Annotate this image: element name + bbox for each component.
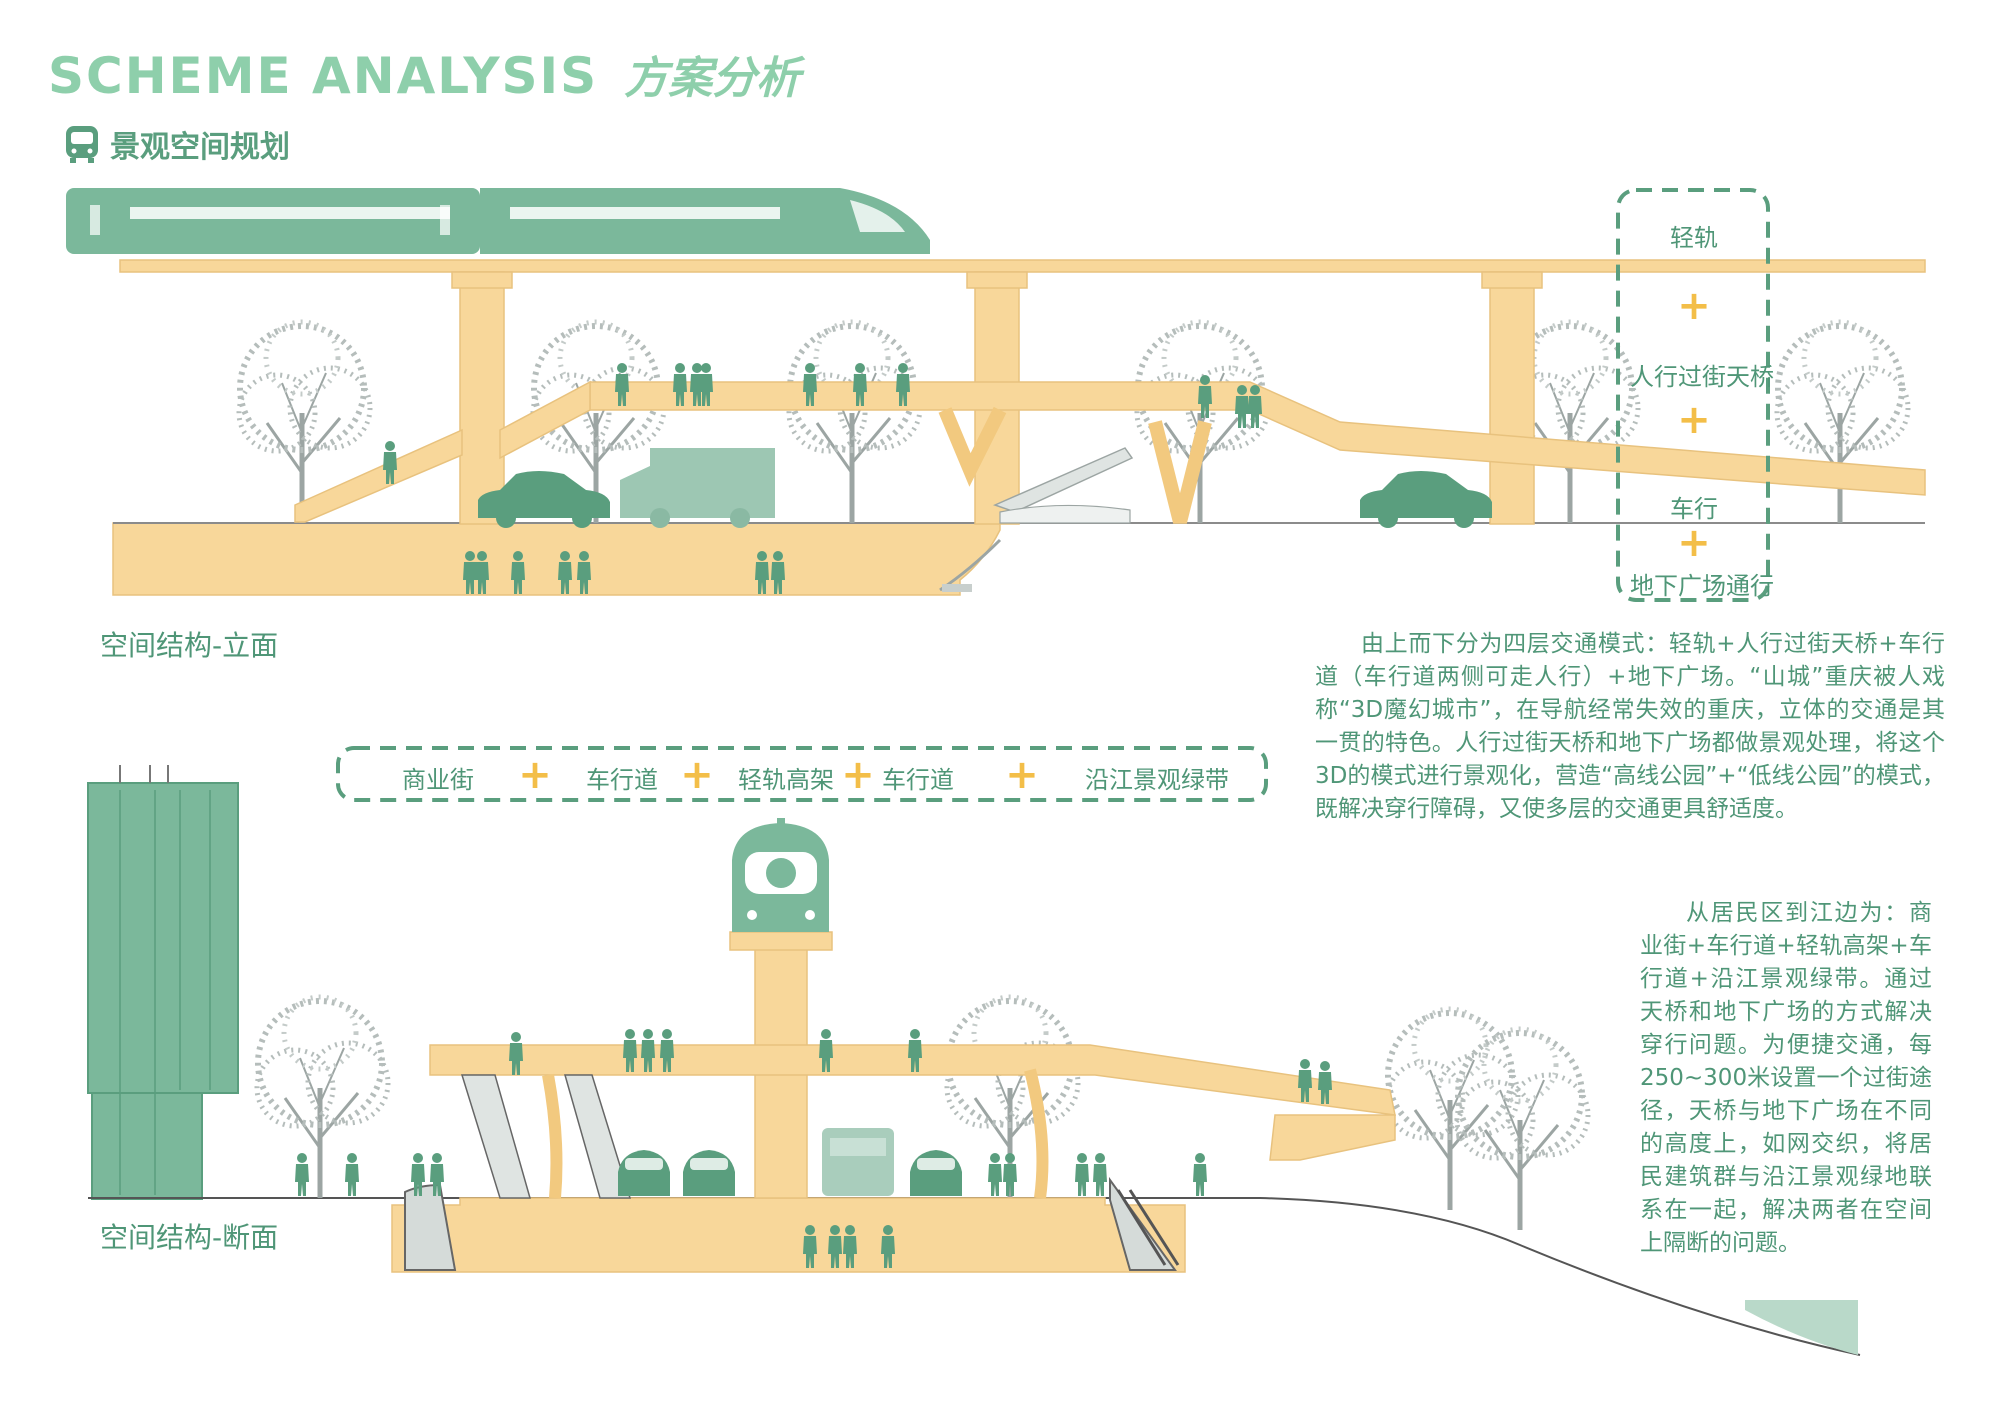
description-paragraph-elevation: 由上而下分为四层交通模式：轻轨+人行过街天桥+车行道（车行道两侧可走人行）+地下… — [1315, 631, 1945, 822]
caption-elevation: 空间结构-立面 — [100, 629, 279, 662]
lrt-front-illustration — [732, 818, 829, 932]
sequence-label-commercial-street: 商业街 — [402, 766, 474, 794]
layer-label-vehicle: 车行 — [1670, 495, 1718, 523]
section-header: 景观空间规划 — [64, 122, 290, 166]
layer-label-footbridge: 人行过街天桥 — [1630, 363, 1774, 391]
plus-icon: + — [1677, 283, 1711, 329]
plus-icon: + — [1677, 520, 1711, 566]
plus-icon: + — [841, 752, 875, 798]
train-illustration — [66, 188, 930, 254]
sequence-label-lrt-viaduct: 轻轨高架 — [738, 766, 834, 794]
sequence-label-riverside-greenbelt: 沿江景观绿带 — [1085, 766, 1229, 794]
caption-cross-section: 空间结构-断面 — [100, 1221, 279, 1254]
plus-icon: + — [1005, 752, 1039, 798]
sequence-label-road-1: 车行道 — [586, 766, 658, 794]
layer-label-lrt: 轻轨 — [1670, 224, 1718, 252]
page-title-cn: 方案分析 — [624, 53, 801, 104]
page-title: SCHEME ANALYSIS 方案分析 — [48, 42, 800, 106]
description-paragraph-cross-section: 从居民区到江边为：商业街+车行道+轻轨高架+车行道+沿江景观绿带。通过天桥和地下… — [1640, 900, 1932, 1256]
section-title: 景观空间规划 — [110, 130, 290, 165]
sequence-label-road-2: 车行道 — [882, 766, 954, 794]
plus-icon: + — [518, 752, 552, 798]
train-front-icon — [66, 126, 98, 163]
layer-label-underground: 地下广场通行 — [1630, 572, 1774, 600]
plus-icon: + — [680, 752, 714, 798]
plus-icon: + — [1677, 397, 1711, 443]
page-title-en: SCHEME ANALYSIS — [48, 47, 599, 105]
